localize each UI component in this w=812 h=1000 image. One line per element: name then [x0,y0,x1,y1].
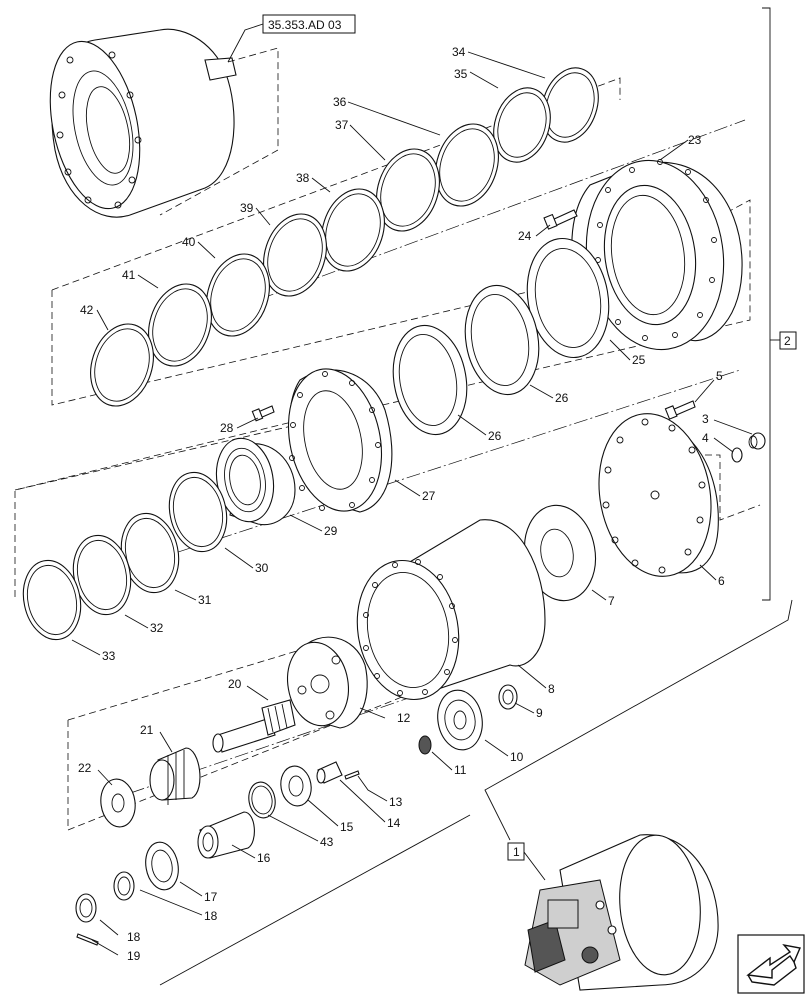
thrust-washer-7 [523,504,597,602]
bearing-18a [113,871,135,901]
callout-18a: 18 [204,909,218,923]
callout-4: 4 [702,431,709,445]
group-label-1-box[interactable] [507,842,525,861]
reference-box-label[interactable]: 35.353.AD 03 [268,18,342,32]
callout-10: 10 [510,750,524,764]
callout-40: 40 [182,235,196,249]
gear-17 [145,841,179,891]
callout-37: 37 [335,118,349,132]
callout-32: 32 [150,621,164,635]
callout-13: 13 [389,795,403,809]
pinion-shaft-20 [212,699,296,753]
callout-8: 8 [548,682,555,696]
pin-14 [316,761,343,784]
callout-23: 23 [688,133,702,147]
housing-8 [356,519,546,701]
bolt-5 [664,400,696,420]
next-page-arrow-icon[interactable] [737,934,805,994]
washer-15 [280,765,312,807]
cover-6 [598,413,719,577]
callout-41: 41 [122,268,136,282]
ring-gear-housing [571,159,743,351]
callout-25: 25 [632,353,646,367]
callout-12: 12 [397,711,411,725]
callout-21: 21 [140,723,154,737]
callout-26b: 26 [488,429,502,443]
top-shims [90,67,599,407]
callout-39: 39 [240,201,254,215]
callout-9: 9 [536,706,543,720]
group-label-1[interactable]: 1 [513,845,520,859]
seal-4 [731,447,743,463]
callout-6: 6 [718,574,725,588]
callout-15: 15 [340,820,354,834]
pin-19 [76,933,99,946]
hub-27 [287,368,393,513]
callout-38: 38 [296,171,310,185]
reference-housing [49,28,237,218]
callout-42: 42 [80,303,94,317]
pin-13 [344,770,360,780]
seal-26 [392,284,540,436]
final-drive-assembly [524,834,719,991]
callout-29: 29 [324,524,338,538]
washer-9 [498,684,518,710]
bolt-28 [251,405,275,422]
group-label-2-box[interactable] [779,331,797,350]
callout-19: 19 [127,949,141,963]
callout-17: 17 [204,890,218,904]
callout-36: 36 [333,95,347,109]
retainer-ring-25 [526,237,610,359]
group-label-2[interactable]: 2 [784,334,791,348]
callout-27: 27 [422,489,436,503]
callout-33: 33 [102,649,116,663]
sun-gear-21 [149,747,201,805]
sleeve-16 [197,811,255,859]
plug-3 [748,432,766,450]
callout-26a: 26 [555,391,569,405]
carrier-12 [287,636,368,729]
callout-35: 35 [454,67,468,81]
callout-14: 14 [387,816,401,830]
washer-22 [100,778,136,828]
leaders [71,51,753,956]
rings-30-33 [22,471,228,641]
callout-20: 20 [228,677,242,691]
callout-5: 5 [716,369,723,383]
bolt-24 [543,209,578,230]
callout-34: 34 [452,45,466,59]
callout-22: 22 [78,761,92,775]
needle-bearing-11 [418,735,432,755]
bearing-29 [215,437,296,526]
callout-43: 43 [320,835,334,849]
callout-30: 30 [255,561,269,575]
callout-11: 11 [454,763,467,777]
callout-7: 7 [608,594,615,608]
callout-18b: 18 [127,930,141,944]
callout-labels: 34 35 36 37 38 39 40 41 42 23 24 25 26 2… [78,45,725,963]
callout-3: 3 [702,412,709,426]
callout-28: 28 [220,421,234,435]
callout-24: 24 [518,229,532,243]
snap-ring-43 [248,781,276,819]
bearing-18b [75,893,97,923]
planet-gear-10 [437,689,483,751]
callout-31: 31 [198,593,212,607]
callout-16: 16 [257,851,271,865]
